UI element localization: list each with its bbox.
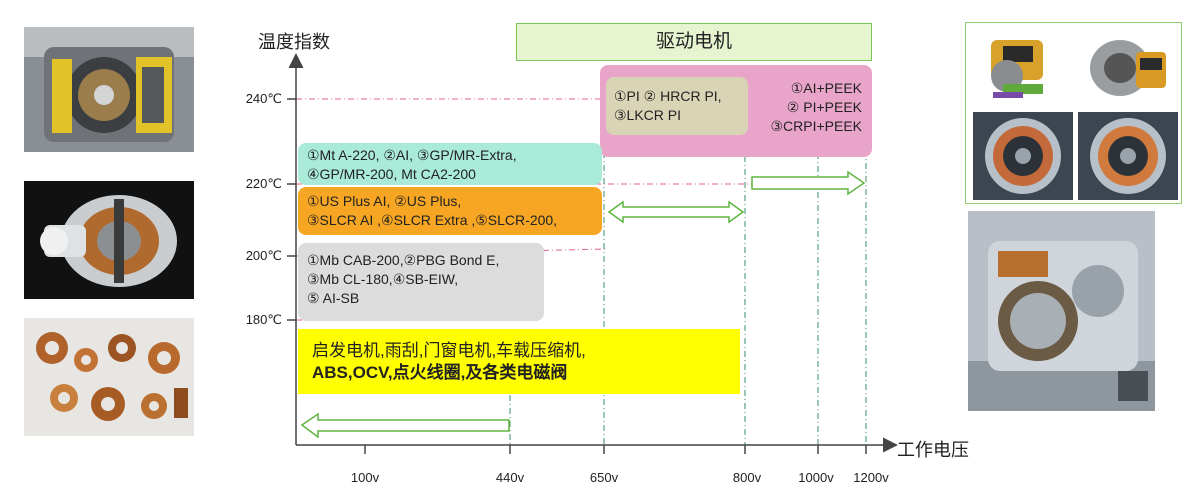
x-tick-650v: 650v [589, 470, 619, 485]
applications-line-1: 启发电机,雨刮,门窗电机,车载压缩机, [312, 341, 586, 360]
stator-photo-1 [973, 112, 1073, 200]
pi-hrcr-line-1: ①PI ② HRCR PI, [614, 88, 722, 104]
mb-line-1: ①Mb CAB-200,②PBG Bond E, [307, 252, 500, 268]
mt-line-1: ①Mt A-220, ②AI, ③GP/MR-Extra, [307, 147, 517, 163]
x-axis-title: 工作电压 [897, 440, 969, 460]
stator-photo-2 [1078, 112, 1178, 200]
gearbox-motor-photo [968, 211, 1155, 411]
box-mb: ①Mb CAB-200,②PBG Bond E, ③Mb CL-180,④SB-… [298, 243, 544, 321]
mb-line-2: ③Mb CL-180,④SB-EIW, [307, 271, 459, 287]
arrow-double-650-800 [607, 200, 745, 224]
box-us-plus: ①US Plus AI, ②US Plus, ③SLCR AI ,④SLCR E… [298, 187, 602, 235]
motor-cutaway-photo [24, 27, 194, 152]
ev-motor-photos-frame [965, 22, 1182, 204]
applications-line-2: ABS,OCV,点火线圈,及各类电磁阀 [312, 363, 568, 382]
peek-line-1: ①AI+PEEK [790, 80, 862, 96]
us-plus-line-2: ③SLCR AI ,④SLCR Extra ,⑤SLCR-200, [307, 212, 558, 228]
peek-line-3: ③CRPI+PEEK [770, 118, 862, 134]
y-tick-200: 200℃ [245, 248, 282, 263]
y-tick-240: 240℃ [245, 91, 282, 106]
arrow-right-to-1200v [751, 170, 866, 196]
box-pi-hrcr: ①PI ② HRCR PI, ③LKCR PI [606, 77, 748, 135]
x-tick-100v: 100v [350, 470, 380, 485]
box-applications: 启发电机,雨刮,门窗电机,车载压缩机, ABS,OCV,点火线圈,及各类电磁阀 [298, 329, 740, 394]
y-axis-title: 温度指数 [258, 32, 330, 52]
arrow-left-to-low-voltage [300, 412, 510, 439]
peek-line-2: ② PI+PEEK [786, 99, 862, 115]
alternator-photo [24, 181, 194, 299]
x-tick-1200v: 1200v [853, 470, 889, 485]
mt-line-2: ④GP/MR-200, Mt CA2-200 [307, 166, 476, 182]
drive-motor-header: 驱动电机 [516, 23, 872, 61]
ev-motor-photo-2 [1078, 26, 1178, 106]
x-tick-440v: 440v [495, 470, 525, 485]
x-tick-800v: 800v [732, 470, 762, 485]
x-tick-1000v: 1000v [798, 470, 834, 485]
mb-line-3: ⑤ AI-SB [307, 290, 360, 306]
ev-motor-photo-1 [973, 26, 1073, 106]
box-mt: ①Mt A-220, ②AI, ③GP/MR-Extra, ④GP/MR-200… [298, 143, 602, 185]
y-tick-180: 180℃ [245, 312, 282, 327]
pi-hrcr-line-2: ③LKCR PI [614, 107, 682, 123]
y-tick-220: 220℃ [245, 176, 282, 191]
us-plus-line-1: ①US Plus AI, ②US Plus, [307, 193, 462, 209]
copper-coils-photo [24, 318, 194, 436]
